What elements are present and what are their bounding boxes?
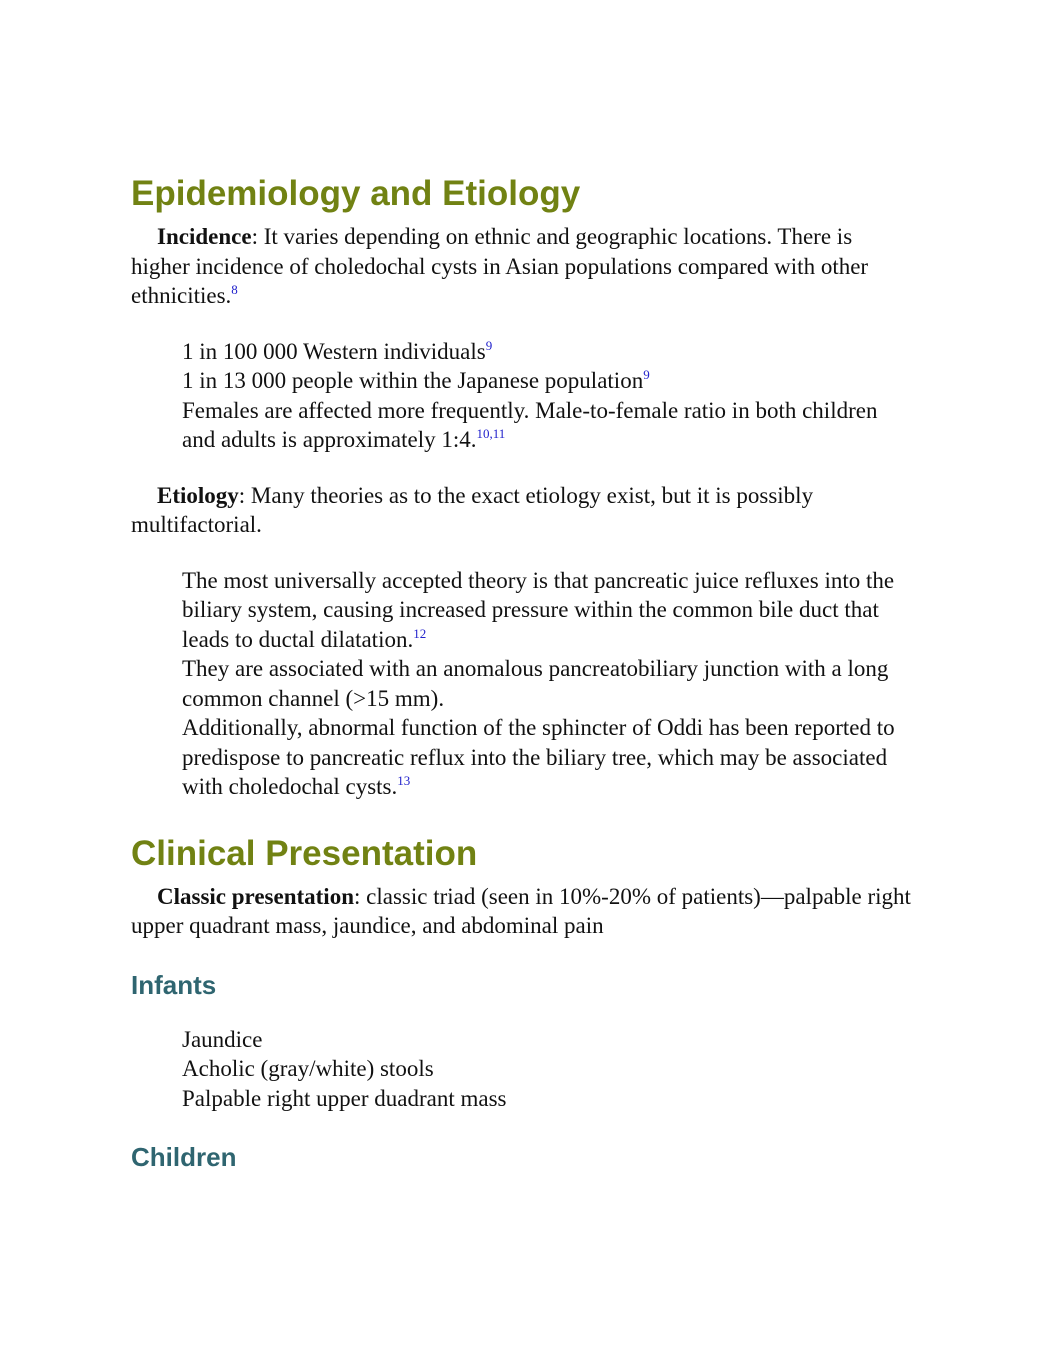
heading-epidemiology-etiology: Epidemiology and Etiology [131,174,581,213]
list-item-text: Additionally, abnormal function of the s… [182,715,895,799]
list-incidence-facts: 1 in 100 000 Western individuals9 1 in 1… [131,337,911,455]
list-infant-symptoms: Jaundice Acholic (gray/white) stools Pal… [131,1025,911,1114]
reference-link[interactable]: 10,11 [476,426,506,441]
list-item-text: 1 in 13 000 people within the Japanese p… [182,368,644,393]
reference-link[interactable]: 9 [485,337,493,353]
reference-link[interactable]: 9 [643,367,650,382]
reference-link[interactable]: 8 [231,282,238,297]
paragraph-classic-presentation: Classic presentation: classic triad (see… [131,882,911,941]
text-classic-presentation: : classic triad (seen in 10%-20% of pati… [131,883,911,939]
list-item: The most universally accepted theory is … [182,566,911,655]
list-item: 1 in 100 000 Western individuals9 [182,337,911,367]
list-item: Additionally, abnormal function of the s… [182,713,911,802]
list-item-text: The most universally accepted theory is … [182,567,895,652]
list-item: Females are affected more frequently. Ma… [182,396,911,455]
list-item: 1 in 13 000 people within the Japanese p… [182,366,911,396]
label-incidence: Incidence [157,224,252,249]
subheading-children: Children [131,1142,237,1172]
label-etiology: Etiology [157,482,239,508]
document-page: Epidemiology and Etiology Incidence: It … [131,172,911,1173]
list-item: Palpable right upper duadrant mass [182,1085,507,1111]
reference-link[interactable]: 12 [413,625,427,641]
list-item-text: 1 in 100 000 Western individuals [182,338,486,364]
heading-clinical-presentation: Clinical Presentation [131,833,478,873]
list-item: They are associated with an anomalous pa… [182,654,911,713]
reference-link[interactable]: 13 [397,773,411,788]
label-classic-presentation: Classic presentation [157,883,354,909]
paragraph-incidence: Incidence: It varies depending on ethnic… [131,222,911,311]
list-item: Jaundice [182,1026,263,1052]
list-item-text: They are associated with an anomalous pa… [182,656,889,711]
list-item: Acholic (gray/white) stools [182,1056,434,1081]
paragraph-etiology: Etiology: Many theories as to the exact … [131,481,911,540]
text-incidence: : It varies depending on ethnic and geog… [131,224,869,308]
list-item-text: Females are affected more frequently. Ma… [182,397,878,453]
text-etiology: : Many theories as to the exact etiology… [131,482,814,538]
list-etiology-theories: The most universally accepted theory is … [131,566,911,802]
subheading-infants: Infants [131,969,217,1000]
